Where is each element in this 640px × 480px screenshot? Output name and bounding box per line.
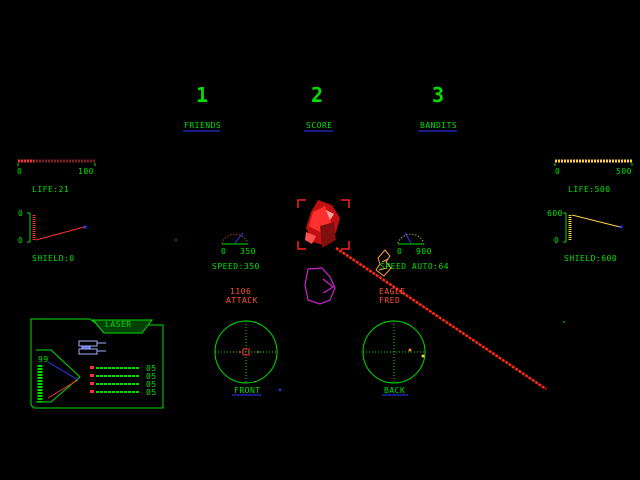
target-shield-bottom: 0 [554, 236, 560, 245]
player-speed-label: SPEED:350 [212, 262, 260, 271]
laser-cannon-icon [78, 340, 106, 355]
friends-label: FRIENDS [184, 121, 222, 130]
weapon-level: 99 [38, 355, 49, 364]
friends-count: 1 [196, 83, 209, 107]
back-radar-label: BACK [384, 386, 406, 395]
right-info-line1: EAGLE [379, 287, 406, 296]
ammo-count-1: 05 [146, 364, 157, 373]
ammo-count-4: 05 [146, 388, 157, 397]
laser-beam [335, 246, 547, 391]
player-life-max: 100 [78, 167, 94, 176]
weapon-panel [30, 318, 164, 409]
target-life-max: 500 [616, 167, 632, 176]
target-speed-min: 0 [397, 247, 403, 256]
player-speed-gauge [221, 232, 249, 245]
front-radar-label: FRONT [234, 386, 261, 395]
ammo-bars [90, 366, 140, 393]
target-lock-bracket [297, 199, 350, 250]
target-speed-max: 900 [416, 247, 432, 256]
target-life-label: LIFE:500 [568, 185, 611, 194]
player-shield-graph [27, 212, 87, 243]
player-life-min: 0 [17, 167, 23, 176]
score-label: SCORE [306, 121, 333, 130]
player-shield-top: 0 [18, 209, 24, 218]
target-shield-graph [563, 212, 623, 243]
target-shield-top: 600 [547, 209, 563, 218]
back-radar [362, 320, 426, 384]
weapon-title: LASER [105, 320, 132, 329]
cockpit-silhouette [304, 267, 336, 305]
target-speed-gauge [397, 232, 425, 245]
player-speed-max: 350 [240, 247, 256, 256]
ammo-count-2: 05 [146, 372, 157, 381]
target-shield-label: SHIELD:600 [564, 254, 618, 263]
target-life-min: 0 [555, 167, 561, 176]
enemy-ship [305, 200, 340, 248]
player-shield-bottom: 0 [18, 236, 24, 245]
player-life-label: LIFE:21 [32, 185, 70, 194]
target-speed-label: SPEED AUTO:64 [380, 262, 450, 271]
player-speed-min: 0 [221, 247, 227, 256]
left-info-line2: ATTACK [226, 296, 258, 305]
target-life-bar [554, 159, 633, 166]
player-shield-label: SHIELD:0 [32, 254, 75, 263]
left-info-line1: 1106 [230, 287, 252, 296]
player-life-bar [17, 159, 96, 166]
right-info-line2: FRED [379, 296, 401, 305]
friendly-ship [375, 249, 392, 277]
ammo-count-3: 05 [146, 380, 157, 389]
bandits-label: BANDITS [420, 121, 458, 130]
weapon-energy-bar [37, 361, 79, 402]
front-radar [214, 320, 278, 384]
score-value: 2 [311, 83, 324, 107]
bandits-count: 3 [432, 83, 445, 107]
